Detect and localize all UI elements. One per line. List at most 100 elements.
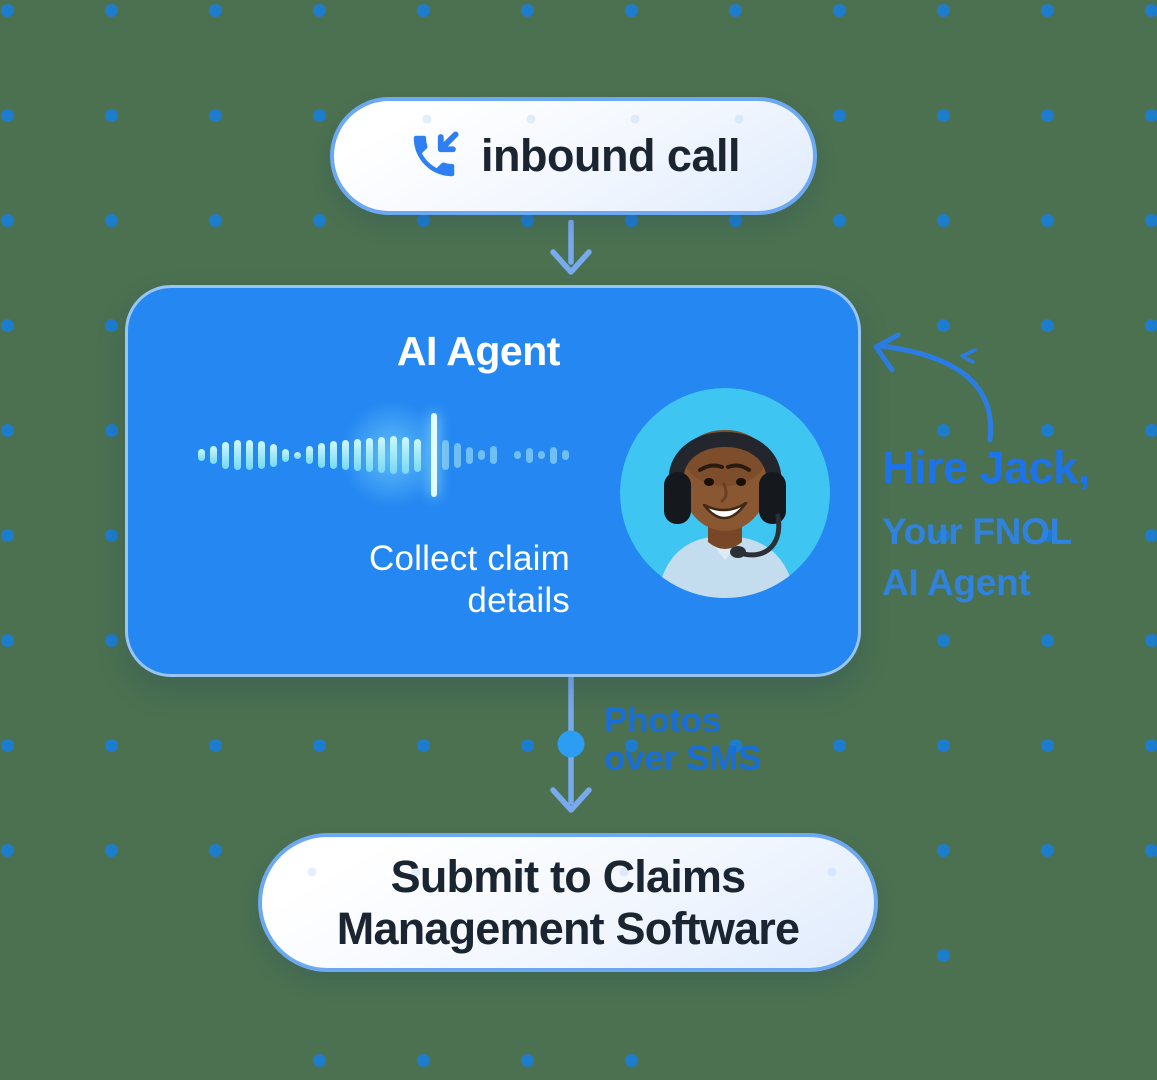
bg-dot (832, 213, 846, 227)
waveform-bar (414, 438, 421, 472)
bg-dot (312, 108, 326, 122)
bg-dot (1144, 213, 1157, 227)
annotation-subline-1: Your FNOL (882, 511, 1072, 552)
waveform-playhead (431, 413, 437, 497)
annotation-arrow-icon (873, 332, 994, 443)
bg-dot (624, 738, 638, 752)
bg-dot (936, 108, 950, 122)
bg-dot (936, 528, 950, 542)
waveform-bar (562, 450, 569, 460)
ai-agent-title: AI Agent (396, 328, 561, 374)
waveform-bar (246, 440, 253, 470)
waveform-bar (318, 442, 325, 468)
submit-claims-pill: Submit to Claims Management Software (258, 833, 878, 972)
bg-dot (1040, 843, 1054, 857)
bg-dot (104, 738, 118, 752)
bg-dot (208, 3, 222, 17)
bg-dot (936, 948, 950, 962)
waveform-bar (390, 436, 397, 474)
task-line-2: details (467, 581, 570, 620)
waveform-bar (210, 446, 217, 464)
bg-dot (0, 213, 14, 227)
bg-dot (832, 3, 846, 17)
sms-note-line-2: over SMS (604, 739, 762, 778)
bg-dot (0, 633, 14, 647)
bg-dot (104, 213, 118, 227)
bg-dot (104, 633, 118, 647)
waveform-bar (402, 436, 409, 474)
bg-dot (1144, 3, 1157, 17)
bg-dot (1144, 633, 1157, 647)
bg-dot (0, 423, 14, 437)
bg-dot (1040, 423, 1054, 437)
annotation-note: Hire Jack, Your FNOL AI Agent (882, 442, 1090, 608)
submit-label-line-1: Submit to Claims (390, 850, 747, 902)
ai-agent-card: AI Agent (125, 285, 861, 677)
bg-dot (208, 213, 222, 227)
waveform-bar (198, 449, 205, 461)
bg-dot (1144, 528, 1157, 542)
waveform-bar (234, 440, 241, 470)
bg-dot (0, 843, 14, 857)
bg-dot (936, 3, 950, 17)
bg-dot (312, 738, 326, 752)
bg-dot (936, 843, 950, 857)
bg-dot (416, 213, 430, 227)
bg-dot (104, 423, 118, 437)
bg-dot (520, 213, 534, 227)
waveform-bar (478, 450, 485, 460)
bg-dot (1040, 633, 1054, 647)
bg-dot (1144, 108, 1157, 122)
bg-dot (416, 1053, 430, 1067)
bg-dot (104, 318, 118, 332)
bg-dot (104, 843, 118, 857)
bg-dot (728, 738, 742, 752)
waveform-bar (466, 446, 473, 464)
waveform-bar (366, 438, 373, 472)
bg-dot (624, 213, 638, 227)
waveform-bar (514, 451, 521, 459)
waveform-bar (538, 451, 545, 459)
bg-dot (0, 318, 14, 332)
bg-dot (520, 738, 534, 752)
bg-dot (1144, 318, 1157, 332)
bg-dot (520, 1053, 534, 1067)
bg-dot (104, 3, 118, 17)
sms-step-dot (557, 730, 585, 758)
bg-dot (936, 318, 950, 332)
bg-dot (208, 738, 222, 752)
bg-dot (936, 738, 950, 752)
flow-connector-sms (550, 676, 592, 813)
bg-dot (1040, 213, 1054, 227)
bg-dot (1040, 318, 1054, 332)
waveform-bar (270, 443, 277, 467)
bg-dot (416, 3, 430, 17)
bg-dot (936, 213, 950, 227)
submit-label-line-2: Management Software (336, 902, 800, 954)
waveform-bar (258, 441, 265, 469)
bg-dot (312, 3, 326, 17)
bg-dot (1144, 738, 1157, 752)
waveform-bar (442, 440, 449, 470)
task-label: Collect claim details (369, 538, 570, 622)
incoming-call-icon (413, 131, 459, 177)
waveform-bar (490, 446, 497, 464)
waveform-bar (282, 448, 289, 462)
bg-dot (728, 213, 742, 227)
waveform-bar (294, 451, 301, 459)
bg-dot (0, 528, 14, 542)
voice-waveform (180, 396, 616, 514)
bg-dot (936, 423, 950, 437)
bg-dot (728, 3, 742, 17)
waveform-bar (378, 437, 385, 473)
waveform-bar (526, 447, 533, 463)
bg-dot (936, 633, 950, 647)
bg-dot (1040, 3, 1054, 17)
waveform-bar (222, 441, 229, 469)
bg-dot (624, 1053, 638, 1067)
bg-dot (1040, 738, 1054, 752)
bg-dot (0, 108, 14, 122)
bg-dot (832, 108, 846, 122)
bg-dot (1040, 108, 1054, 122)
annotation-headline: Hire Jack, (882, 442, 1090, 493)
